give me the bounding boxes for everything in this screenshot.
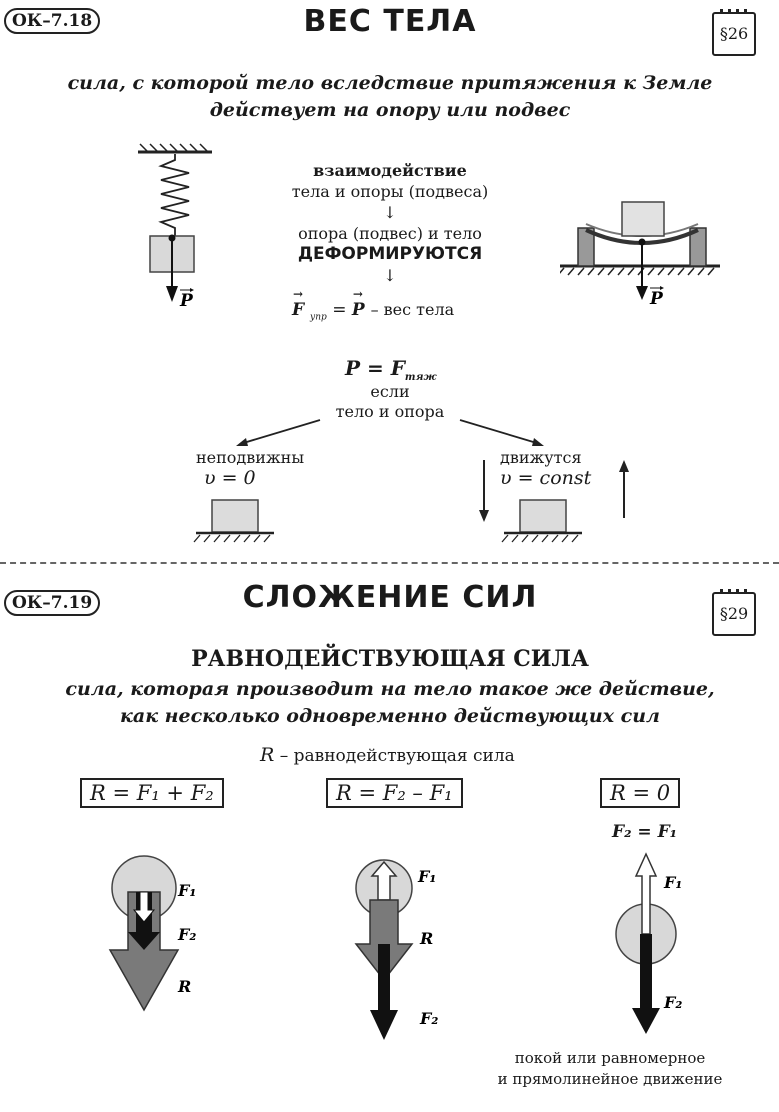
resultant-definition: сила, которая производит на тело такое ж… (65, 678, 715, 727)
label-f2-zero: F₂ (663, 993, 682, 1012)
case-uniform-motion: движутся υ = const (500, 448, 592, 489)
card-code-7-18: ОК–7.18 (4, 8, 101, 34)
interaction-chain: взаимодействие тела и опоры (подвеса) ↓ … (240, 160, 540, 286)
spring-suspension-diagram: P (138, 143, 212, 311)
weight-equals-gravity: P = Fтяж (345, 356, 437, 383)
case-at-rest: неподвижны υ = 0 (196, 448, 305, 489)
card-divider (0, 562, 779, 564)
formula-sum: R = F₁ + F₂ (80, 778, 224, 808)
vector-p-label-right: P (649, 289, 664, 309)
formula-zero: R = 0 (600, 778, 681, 808)
chain-arrow-1: ↓ (383, 203, 397, 222)
bent-support-diagram: P (560, 201, 720, 309)
label-f1-zero: F₁ (663, 873, 682, 892)
paragraph-badge-29: §29 (712, 589, 756, 636)
force-addition-diagrams: F₁ F₂ R F₁ R F₂ F₁ F₂ (108, 852, 682, 1040)
label-f2-sum: F₂ (177, 925, 196, 944)
paragraph-badge-26: §26 (712, 9, 756, 56)
condition-if: если (370, 382, 410, 401)
card-title-forces-addition: СЛОЖЕНИЕ СИЛ (242, 580, 538, 615)
formula-difference: R = F₂ – F₁ (326, 778, 463, 808)
chain-deform-subject: опора (подвес) и тело (298, 224, 482, 243)
chain-body-support: тела и опоры (подвеса) (291, 182, 489, 201)
resultant-note: R – равнодействующая сила (260, 744, 515, 766)
label-r-sum: R (177, 977, 191, 996)
label-r-diff: R (419, 929, 433, 948)
card-code-7-19: ОК–7.19 (4, 590, 101, 616)
chain-arrow-2: ↓ (383, 266, 397, 285)
condition-body-support: тело и опора (335, 402, 445, 421)
label-f1-sum: F₁ (177, 881, 196, 900)
chain-interaction: взаимодействие (313, 161, 467, 180)
equal-forces-label: F₂ = F₁ (612, 822, 678, 842)
label-f2-diff: F₂ (419, 1009, 438, 1028)
chain-deform: ДЕФОРМИРУЮТСЯ (297, 244, 483, 264)
elastic-equals-weight: → F упр = → P – вес тела (292, 287, 455, 323)
label-f1-diff: F₁ (417, 867, 436, 886)
weight-definition: сила, с которой тело вследствие притяжен… (67, 72, 713, 121)
balanced-forces-note: покой или равномерное и прямолинейное дв… (497, 1049, 723, 1088)
card-title-weight: ВЕС ТЕЛА (303, 4, 477, 39)
vector-p-label-left: P (179, 291, 194, 311)
resultant-force-heading: РАВНОДЕЙСТВУЮЩАЯ СИЛА (191, 646, 589, 672)
condition-branch-arrows (193, 419, 629, 543)
